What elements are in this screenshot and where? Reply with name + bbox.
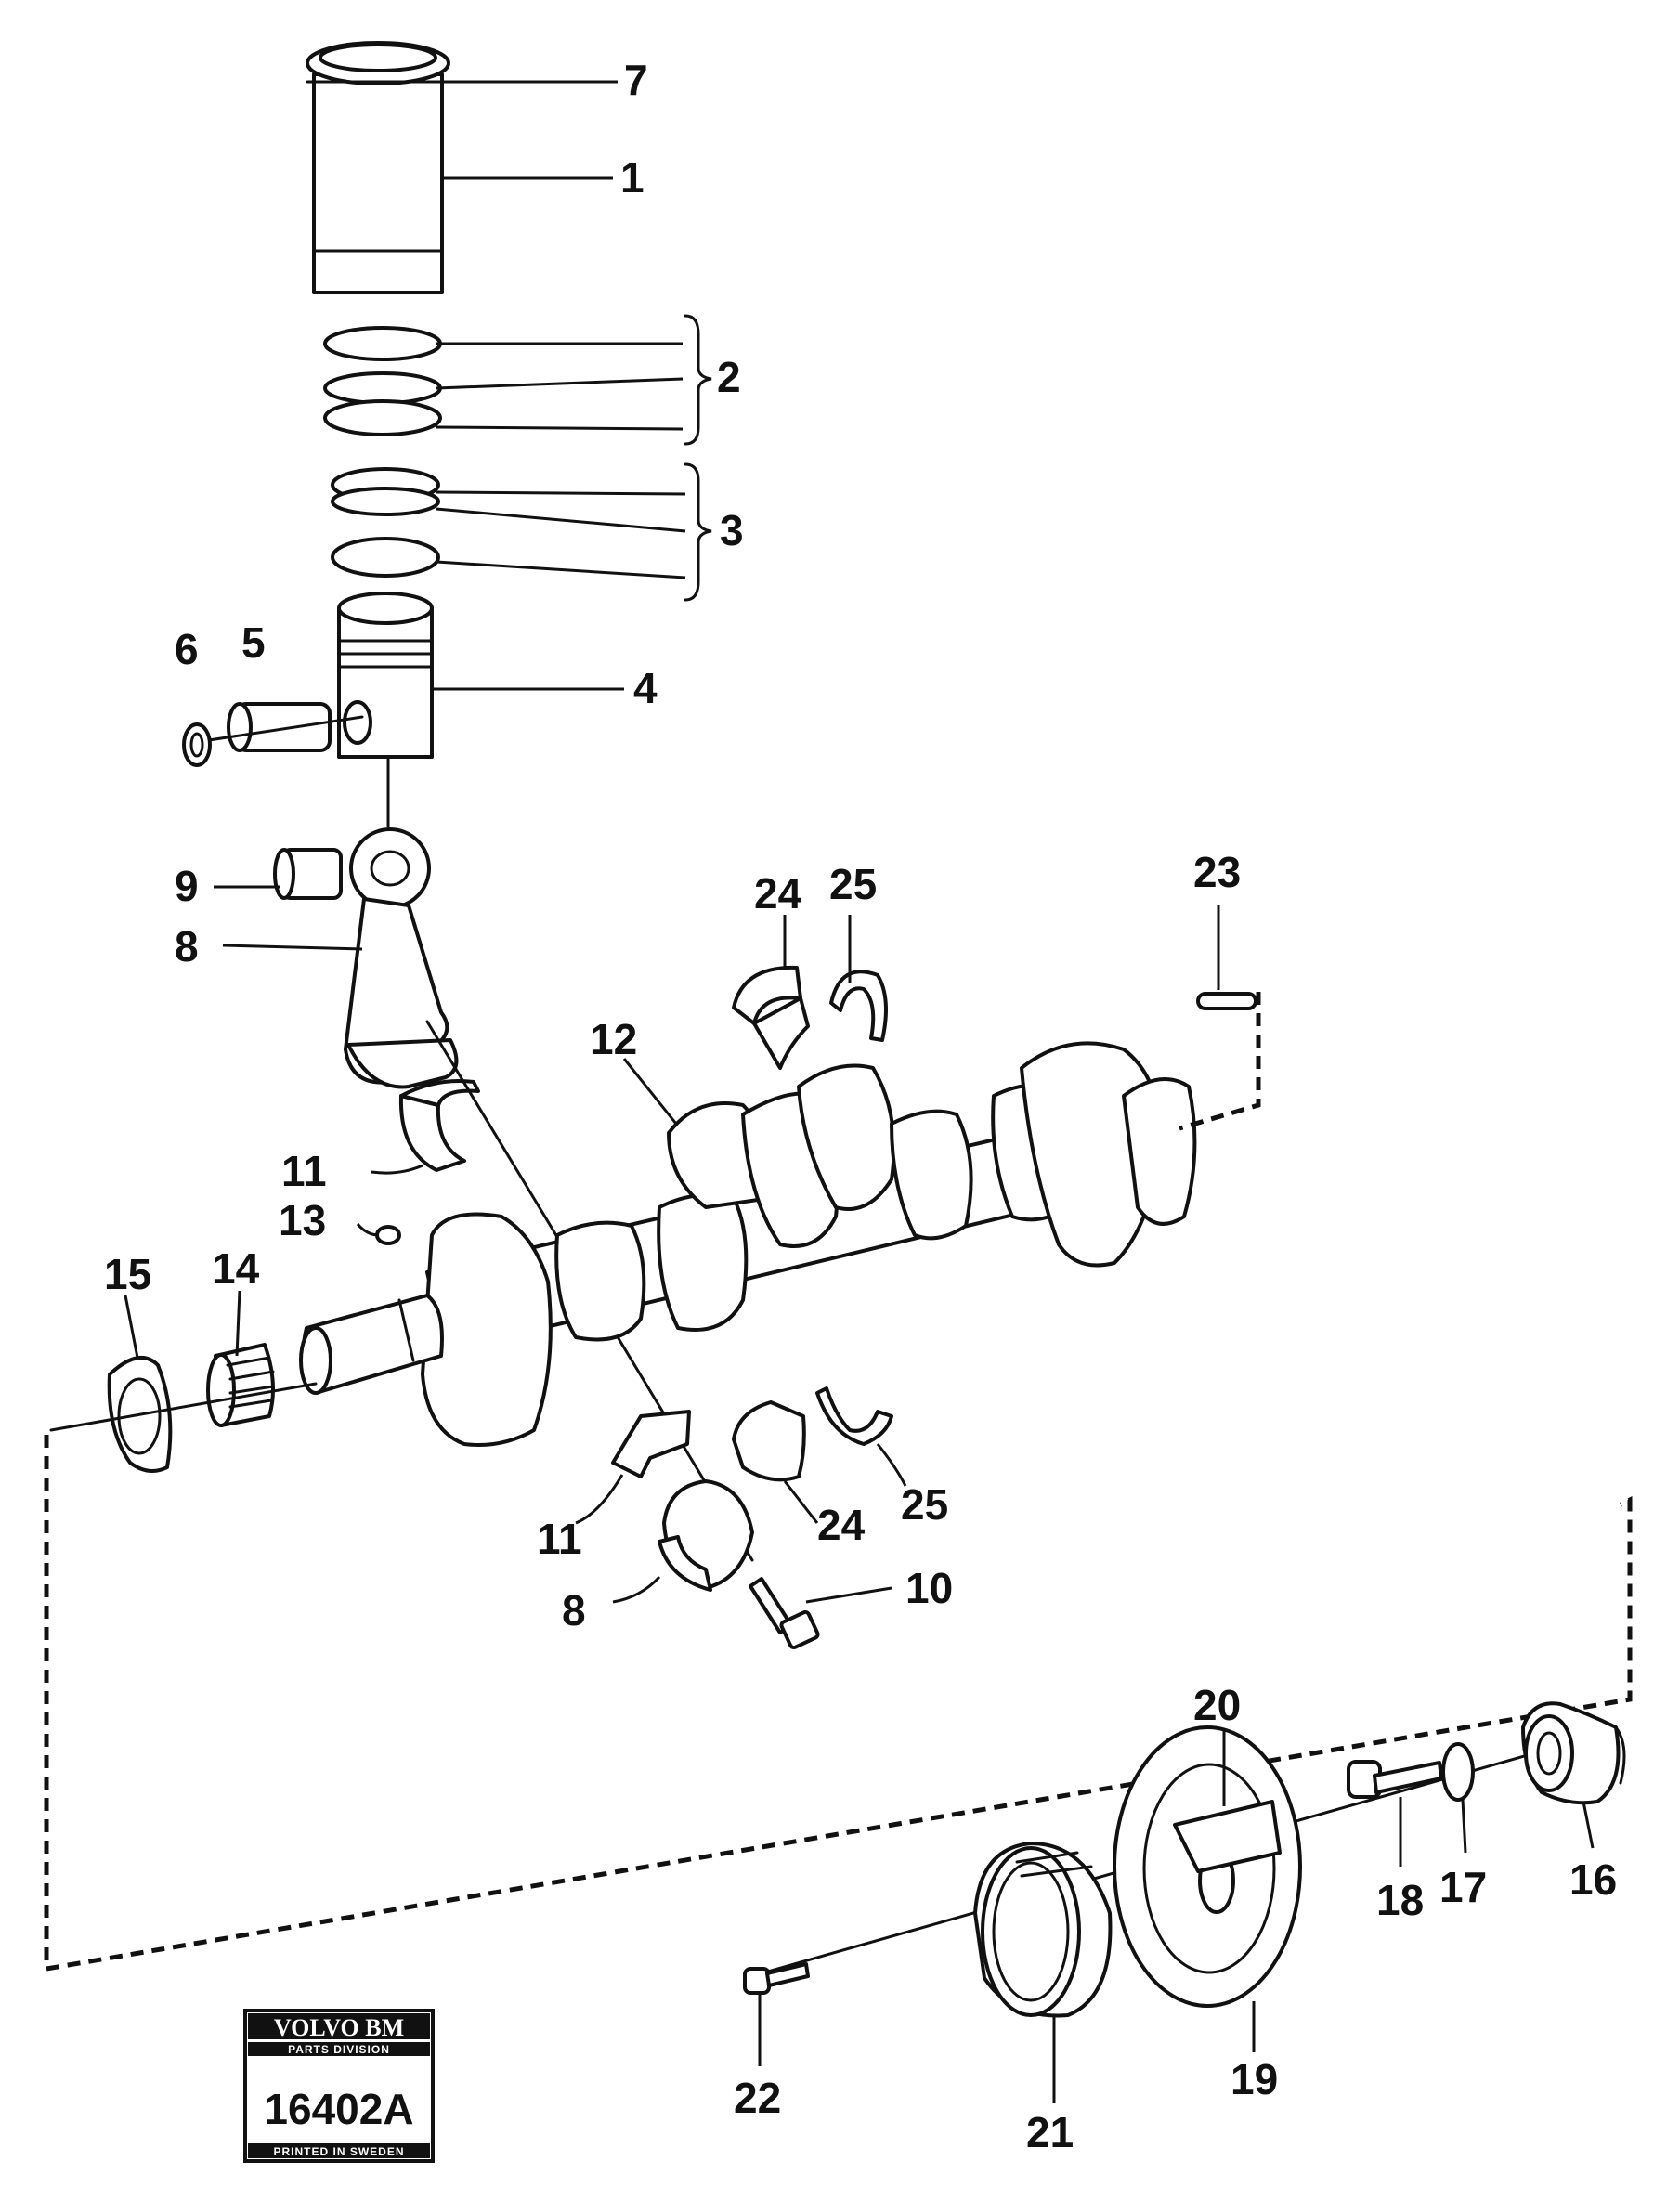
callout-8b: 8 xyxy=(562,1586,586,1634)
cylinder-liner xyxy=(306,41,618,294)
callout-24b: 24 xyxy=(817,1501,866,1549)
hub xyxy=(1521,1701,1626,1849)
main-bearing-upper xyxy=(732,915,810,1070)
callout-10: 10 xyxy=(905,1564,953,1612)
small-bolt xyxy=(743,1962,810,2066)
oil-rings xyxy=(331,462,712,602)
callout-4: 4 xyxy=(633,664,658,712)
callout-6: 6 xyxy=(175,625,199,673)
stamp-number: 16402A xyxy=(264,2085,413,2133)
woodruff-key xyxy=(356,1223,401,1245)
callout-23: 23 xyxy=(1193,848,1241,896)
callout-7: 7 xyxy=(624,56,648,104)
stamp-printed: PRINTED IN SWEDEN xyxy=(273,2145,404,2158)
damper-pulley xyxy=(973,1842,1113,2103)
washer xyxy=(1441,1742,1475,1854)
rod-bolt xyxy=(749,1577,892,1650)
callout-18: 18 xyxy=(1376,1876,1424,1924)
rod-cap xyxy=(612,1479,754,1604)
pulley-bolt xyxy=(1347,1760,1443,1867)
callout-17: 17 xyxy=(1439,1863,1487,1911)
callout-8a: 8 xyxy=(175,922,199,970)
main-bearing-lower xyxy=(732,1400,819,1524)
crankshaft-gear xyxy=(206,1290,275,1427)
callout-20: 20 xyxy=(1193,1681,1241,1729)
stamp-division: PARTS DIVISION xyxy=(288,2043,390,2056)
compression-rings xyxy=(323,314,712,446)
piston-pin xyxy=(189,702,364,752)
rod-bearing-lower xyxy=(575,1410,691,1525)
callout-21: 21 xyxy=(1026,2108,1074,2156)
crankshaft-seal xyxy=(107,1295,173,1473)
callout-11b: 11 xyxy=(537,1515,582,1563)
callout-2: 2 xyxy=(717,353,741,401)
callout-19: 19 xyxy=(1231,2055,1278,2103)
callout-12: 12 xyxy=(590,1015,637,1063)
callout-3: 3 xyxy=(720,506,744,554)
connecting-rod xyxy=(222,755,459,1089)
circlip xyxy=(182,722,212,767)
callout-9: 9 xyxy=(175,862,199,910)
callout-22: 22 xyxy=(734,2074,781,2122)
callout-15: 15 xyxy=(104,1250,151,1298)
callout-11a: 11 xyxy=(281,1147,327,1195)
thrust-washer-upper xyxy=(829,915,888,1042)
stamp-brand: VOLVO BM xyxy=(274,2014,404,2041)
pin xyxy=(1196,905,1257,1010)
callout-13: 13 xyxy=(279,1196,326,1244)
parts-division-stamp: VOLVO BM PARTS DIVISION 16402A PRINTED I… xyxy=(243,2009,435,2163)
small-end-bushing xyxy=(214,848,343,900)
callout-1: 1 xyxy=(620,153,645,202)
callout-5: 5 xyxy=(241,618,266,667)
callout-25b: 25 xyxy=(901,1480,948,1529)
callout-24a: 24 xyxy=(754,869,802,918)
callout-14: 14 xyxy=(212,1244,260,1293)
callout-labels: 7 1 2 3 4 6 5 9 8 24 25 23 12 11 13 15 1… xyxy=(104,56,1617,2156)
rod-bearing-upper xyxy=(371,1079,480,1175)
thrust-washer-lower xyxy=(815,1386,907,1487)
pulley xyxy=(1113,1725,1302,2052)
callout-16: 16 xyxy=(1569,1855,1617,1904)
piston xyxy=(337,592,624,759)
callout-25a: 25 xyxy=(829,860,877,908)
crankshaft xyxy=(299,1041,1197,1447)
